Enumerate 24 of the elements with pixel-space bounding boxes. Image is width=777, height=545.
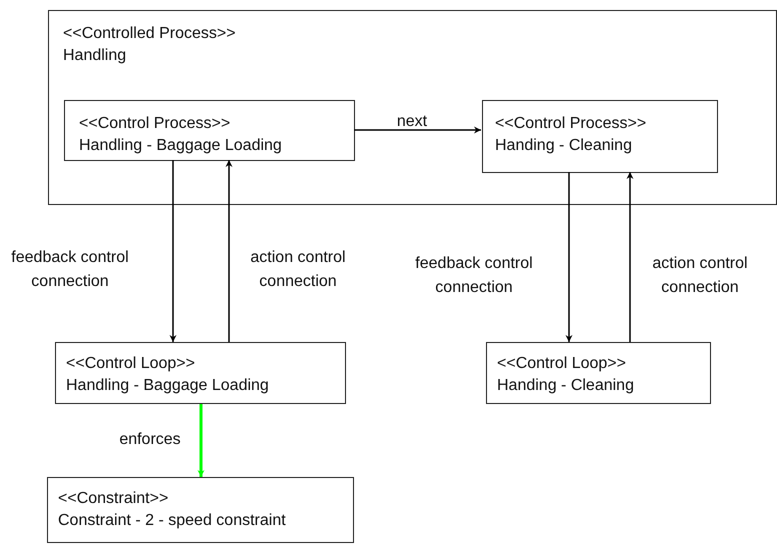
process-box — [486, 342, 711, 404]
node-title: Constraint - 2 - speed constraint — [58, 511, 287, 531]
stereotype-label: <<Control Loop>> — [497, 354, 627, 374]
process-box — [55, 342, 346, 404]
stereotype-label: <<Control Process>> — [79, 114, 232, 134]
node-title: Handing - Cleaning — [495, 136, 633, 156]
node-title: Handling — [63, 46, 128, 66]
arrow — [354, 126, 481, 134]
arrow — [170, 160, 176, 342]
arrow — [226, 160, 232, 342]
arrow — [626, 172, 634, 342]
process-box — [482, 100, 718, 173]
container-box — [48, 10, 777, 205]
stereotype-label: <<Constraint>> — [58, 489, 170, 509]
arrow — [198, 404, 204, 477]
arrow — [566, 172, 572, 342]
node-title: Handling - Baggage Loading — [79, 136, 283, 156]
process-box — [47, 477, 354, 543]
stereotype-label: <<Control Loop>> — [66, 354, 196, 374]
node-title: Handling - Baggage Loading — [66, 376, 270, 396]
stereotype-label: <<Control Process>> — [495, 114, 648, 134]
stereotype-label: <<Controlled Process>> — [63, 24, 237, 44]
node-title: Handing - Cleaning — [497, 376, 635, 396]
process-box — [64, 100, 355, 161]
